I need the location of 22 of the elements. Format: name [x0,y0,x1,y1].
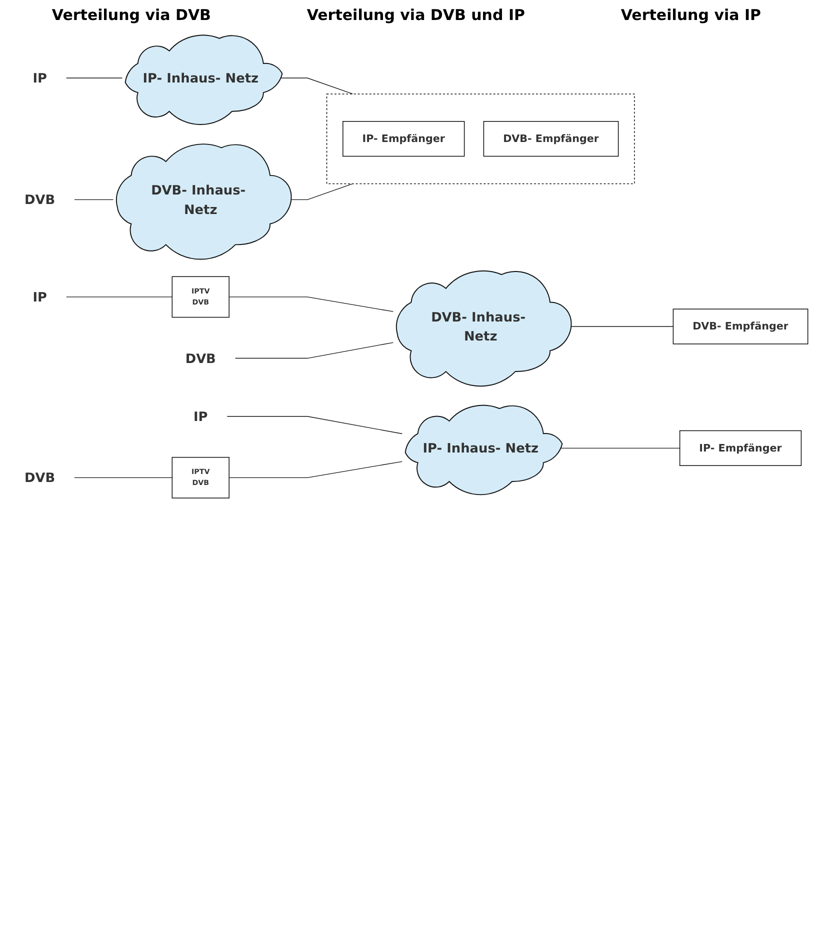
connector [278,78,354,94]
node-text: IP [32,289,47,305]
connector [226,416,402,434]
node-text: IP [193,408,208,424]
node-text: IP [32,70,47,86]
node-box: IP- Empfänger [342,121,465,157]
node-text: DVB [24,470,56,486]
section-heading: Verteilung via DVB [52,6,211,24]
connector [66,296,172,298]
node-text: DVB [185,350,216,366]
node-text: DVB [24,192,56,208]
section-heading: Verteilung via DVB und IP [306,6,526,24]
node-box: IP- Empfänger [679,430,802,466]
connector [228,461,402,478]
connector [228,296,394,312]
node-box: DVB- Empfänger [483,121,619,157]
connector [74,199,114,200]
cluster [326,94,635,184]
section-heading: Verteilung via IP [620,6,762,24]
node-box: DVB- Empfänger [672,308,808,344]
connector [234,342,394,359]
connector [74,477,172,478]
